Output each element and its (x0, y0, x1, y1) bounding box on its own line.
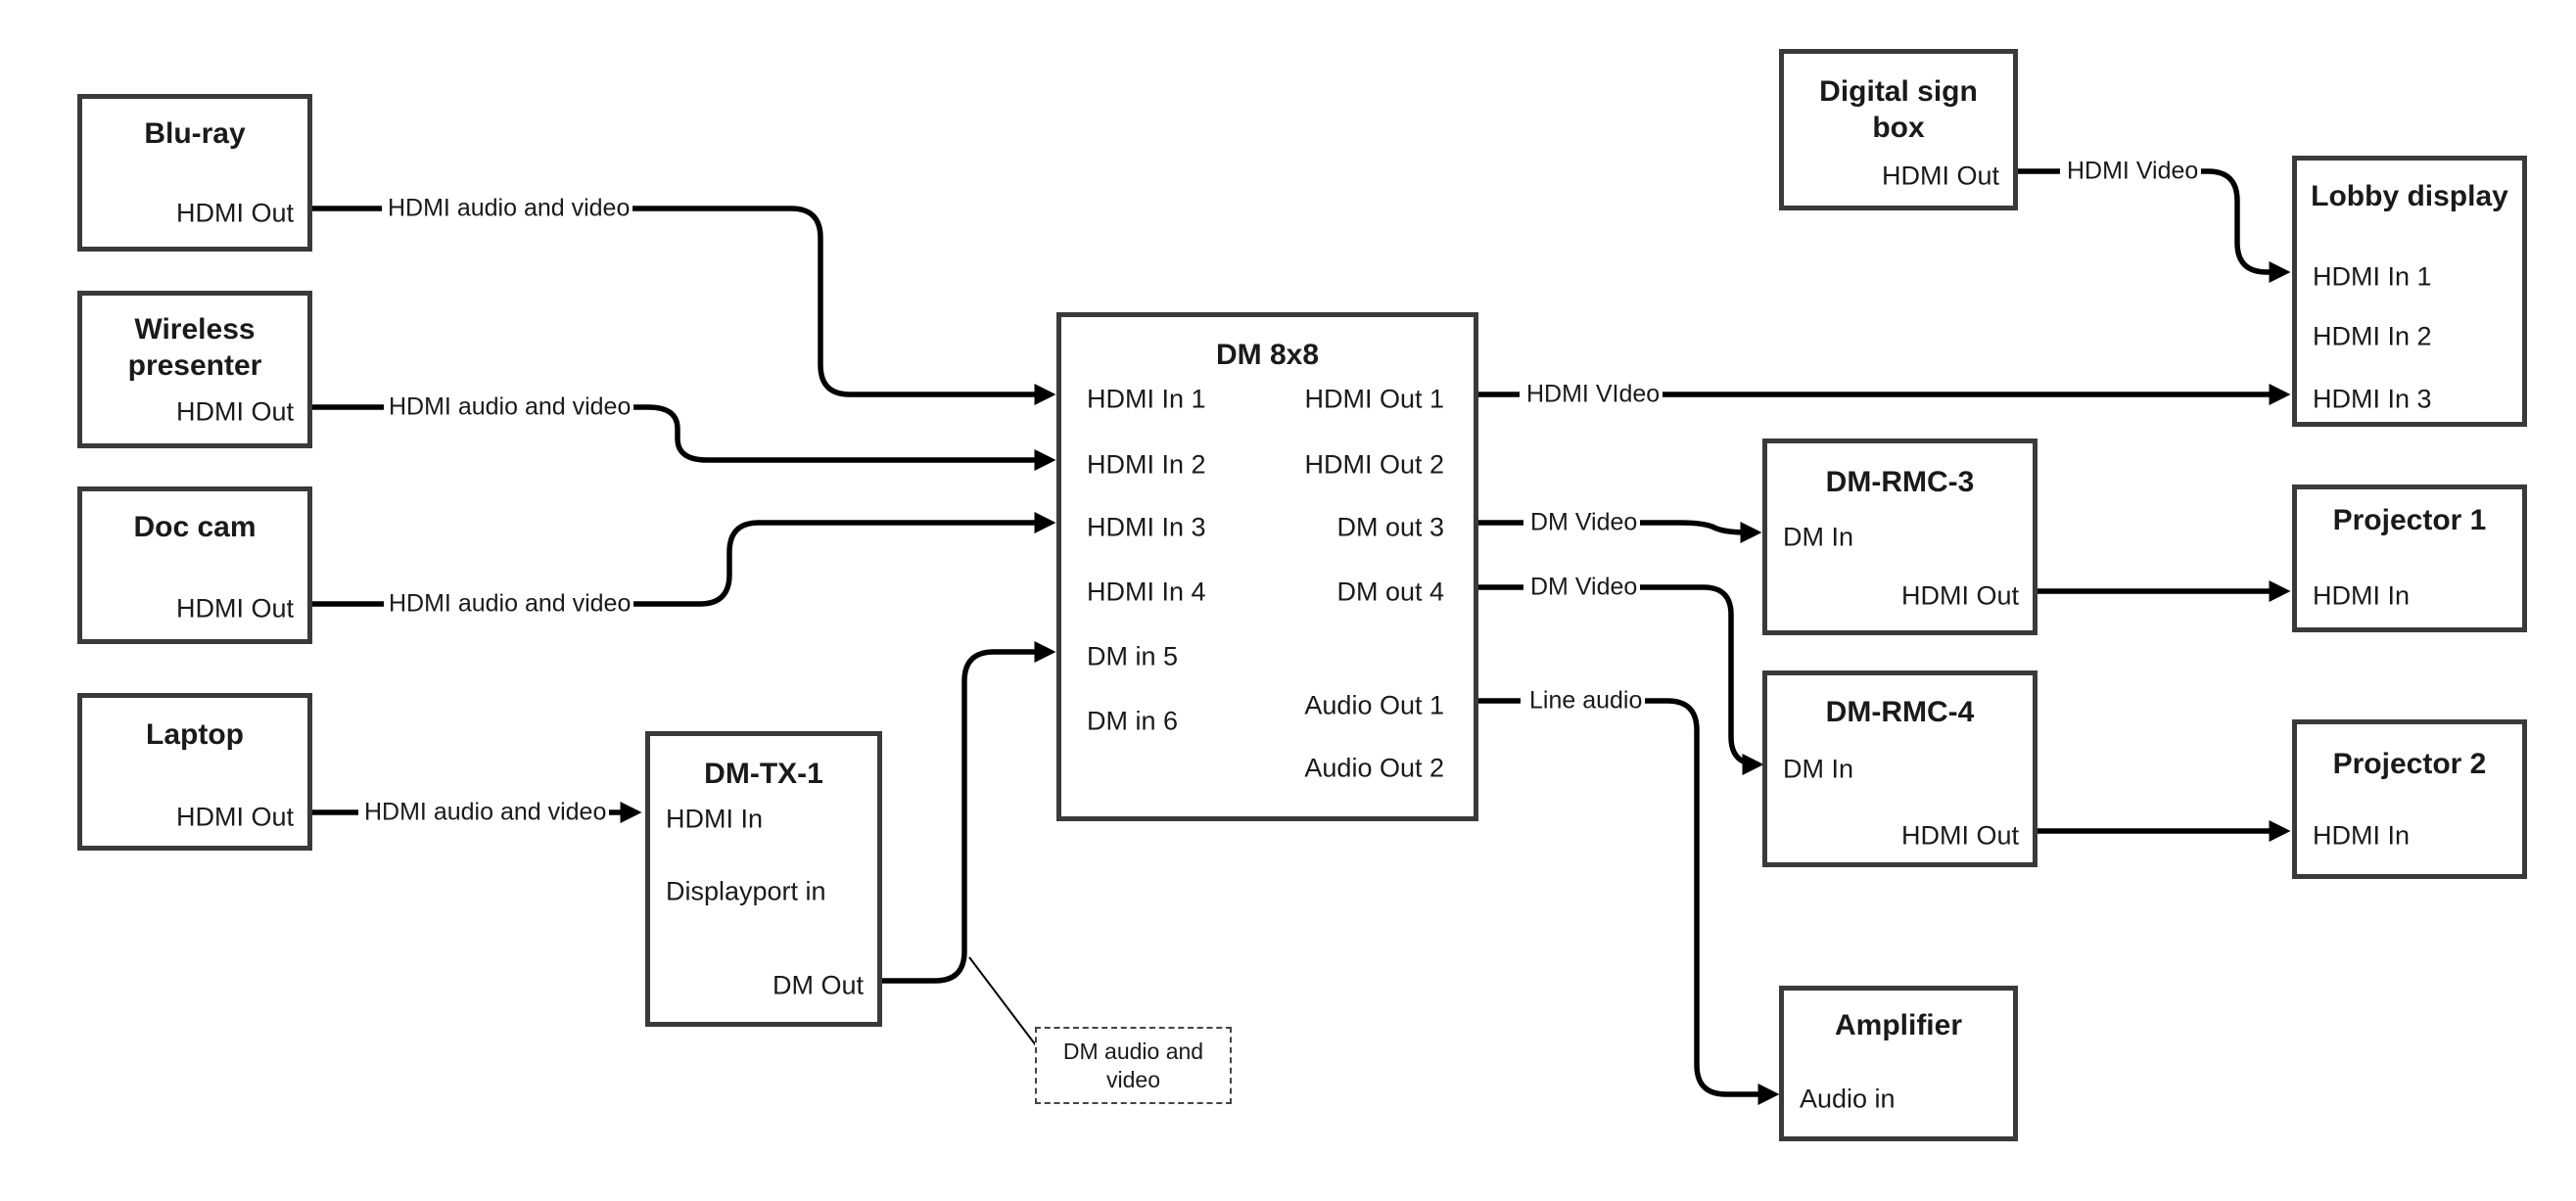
wire-sign-to-lobby (2199, 168, 2291, 283)
wire-label-hdmi-video-sign: HDMI Video (2064, 159, 2202, 184)
port-audio-in: Audio in (1800, 1084, 1896, 1114)
node-title: Doc cam (133, 511, 257, 543)
port-hdmi-out-2: HDMI Out 2 (1304, 449, 1444, 480)
port-hdmi-out: HDMI Out (1881, 161, 1999, 191)
wire-dm-out4-to-rmc4 (1631, 584, 1764, 775)
node-doc-cam: Doc cam HDMI Out (77, 486, 312, 644)
node-dm-rmc-3: DM-RMC-3 DM In HDMI Out (1762, 439, 2037, 635)
wire-dm-tx-to-dm-in-5 (882, 641, 1056, 984)
port-hdmi-out: HDMI Out (1900, 820, 2019, 851)
port-hdmi-out: HDMI Out (175, 593, 294, 624)
wire-label-dm-video-3: DM Video (1527, 510, 1641, 535)
port-dm-out-4: DM out 4 (1336, 577, 1444, 607)
port-hdmi-out: HDMI Out (175, 396, 294, 427)
node-dm-8x8: DM 8x8 HDMI In 1 HDMI In 2 HDMI In 3 HDM… (1056, 312, 1478, 821)
node-dm-rmc-4: DM-RMC-4 DM In HDMI Out (1762, 670, 2037, 867)
wire-label-hdmi-av-1: HDMI audio and video (385, 196, 633, 221)
port-dm-out: DM Out (772, 970, 864, 1000)
node-lobby-display: Lobby display HDMI In 1 HDMI In 2 HDMI I… (2292, 156, 2527, 427)
node-title: DM-TX-1 (704, 758, 823, 790)
node-title: Wireless presenter (127, 313, 262, 382)
port-displayport-in: Displayport in (666, 876, 826, 906)
port-hdmi-out-1: HDMI Out 1 (1304, 384, 1444, 414)
port-dm-in: DM In (1783, 754, 1854, 784)
wire-label-line-audio: Line audio (1526, 688, 1646, 714)
node-title: DM 8x8 (1215, 339, 1320, 371)
wire-label-hdmi-av-4: HDMI audio and video (361, 800, 610, 825)
note-callout-line (968, 956, 1037, 1046)
wire-label-dm-video-4: DM Video (1527, 575, 1641, 600)
port-hdmi-in: HDMI In (666, 804, 764, 834)
node-title: Blu-ray (144, 117, 246, 150)
node-laptop: Laptop HDMI Out (77, 693, 312, 851)
port-hdmi-out: HDMI Out (175, 802, 294, 832)
node-projector-1: Projector 1 HDMI In (2292, 485, 2527, 632)
node-title: DM-RMC-4 (1825, 696, 1975, 728)
wire-label-hdmi-av-2: HDMI audio and video (386, 394, 634, 420)
port-hdmi-in-1: HDMI In 1 (1087, 384, 1206, 414)
node-projector-2: Projector 2 HDMI In (2292, 719, 2527, 879)
port-hdmi-in: HDMI In (2313, 580, 2411, 611)
node-title: Digital sign box (1819, 75, 1978, 144)
node-title: Lobby display (2311, 180, 2508, 212)
port-dm-out-3: DM out 3 (1336, 512, 1444, 542)
node-blu-ray: Blu-ray HDMI Out (77, 94, 312, 252)
node-digital-sign-box: Digital sign box HDMI Out (1779, 49, 2018, 210)
wire-dm-out3-to-rmc3 (1631, 520, 1762, 543)
node-amplifier: Amplifier Audio in (1779, 986, 2018, 1141)
port-hdmi-in-3: HDMI In 3 (2313, 384, 2432, 414)
node-title: Projector 2 (2332, 748, 2487, 780)
port-dm-in: DM In (1783, 522, 1854, 552)
node-title: Projector 1 (2332, 504, 2487, 536)
wire-label-hdmi-video-out1: HDMI VIdeo (1523, 382, 1663, 407)
wire-presenter-to-hdmi-in-2 (616, 404, 1056, 471)
port-hdmi-in: HDMI In (2313, 820, 2411, 851)
port-audio-out-1: Audio Out 1 (1304, 690, 1444, 720)
port-dm-in-6: DM in 6 (1087, 706, 1179, 736)
port-hdmi-in-4: HDMI In 4 (1087, 577, 1206, 607)
node-wireless-presenter: Wireless presenter HDMI Out (77, 291, 312, 448)
wire-bluray-to-hdmi-in-1 (619, 206, 1056, 405)
port-hdmi-out: HDMI Out (175, 198, 294, 228)
node-title: Amplifier (1834, 1009, 1963, 1041)
port-hdmi-in-3: HDMI In 3 (1087, 512, 1206, 542)
wire-doccam-to-hdmi-in-3 (616, 512, 1056, 607)
wire-label-hdmi-av-3: HDMI audio and video (386, 591, 634, 617)
node-dm-tx-1: DM-TX-1 HDMI In Displayport in DM Out (645, 731, 882, 1027)
port-hdmi-in-1: HDMI In 1 (2313, 261, 2432, 292)
port-hdmi-in-2: HDMI In 2 (2313, 321, 2432, 351)
port-hdmi-in-2: HDMI In 2 (1087, 449, 1206, 480)
wire-audio-out1-to-amp (1627, 698, 1780, 1105)
port-audio-out-2: Audio Out 2 (1304, 753, 1444, 783)
port-hdmi-out: HDMI Out (1900, 580, 2019, 611)
port-dm-in-5: DM in 5 (1087, 641, 1179, 671)
node-title: DM-RMC-3 (1825, 466, 1975, 498)
note-dm-audio-video: DM audio and video (1035, 1027, 1232, 1104)
node-title: Laptop (146, 718, 244, 751)
